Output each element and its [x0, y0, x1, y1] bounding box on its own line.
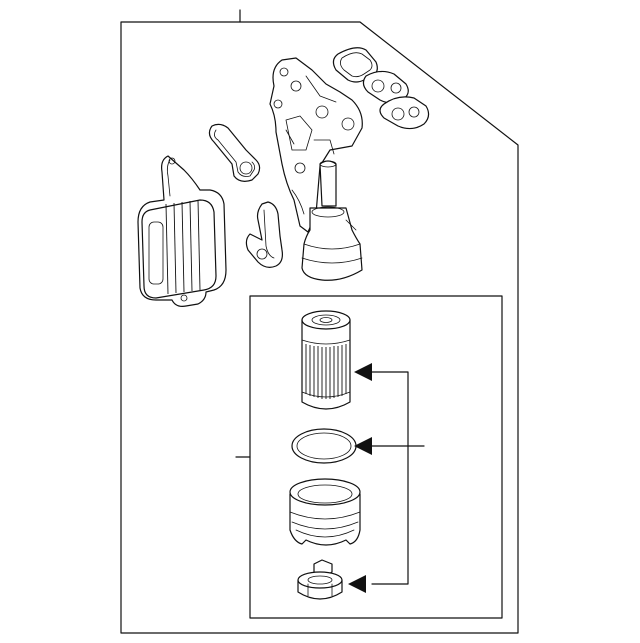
oil-cooler [137, 155, 227, 307]
service-kit-box [249, 295, 503, 619]
cooler-gasket-lower [245, 201, 283, 268]
drain-plug [297, 559, 343, 600]
arrow-to-filter-element [354, 363, 372, 381]
flange-gasket-pair [332, 47, 430, 130]
oil-filter-element [301, 310, 351, 410]
arrow-to-drain-plug [348, 575, 366, 593]
cooler-gasket-upper [208, 123, 261, 182]
filter-cap [289, 478, 361, 546]
arrow-to-o-ring [354, 437, 372, 455]
assembly-border [120, 21, 519, 634]
filter-housing [269, 57, 363, 281]
pointer-lines [371, 371, 425, 585]
o-ring-seal [291, 428, 357, 464]
